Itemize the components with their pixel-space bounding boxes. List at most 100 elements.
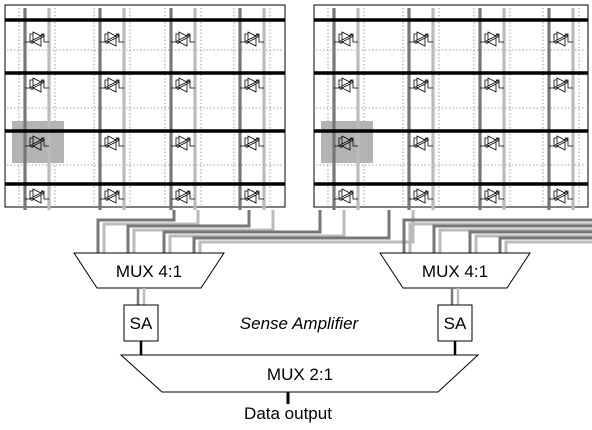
memory-cell (171, 31, 195, 47)
memory-cell (334, 77, 358, 93)
memory-cell (409, 31, 433, 47)
inverter-bubble (495, 191, 499, 195)
sense-amplifier-box (437, 304, 473, 342)
bitline-bar-route (438, 228, 592, 253)
inverter-bubble (554, 40, 558, 44)
left-memory-array (4, 4, 415, 355)
access-transistors (409, 190, 433, 200)
bitline-route (498, 236, 592, 253)
inverter-bubble (564, 34, 568, 38)
cross-coupled-inverters (107, 188, 117, 204)
bitline-bar-route (198, 210, 415, 253)
access-transistors (240, 79, 264, 89)
access-transistors (549, 33, 573, 43)
access-transistors (171, 190, 195, 200)
memory-cell (409, 188, 433, 204)
memory-cell (480, 135, 504, 151)
inverter-bubble (115, 191, 119, 195)
cross-coupled-inverters (178, 77, 188, 93)
access-transistors (480, 33, 504, 43)
inverter-bubble (245, 86, 249, 90)
data-output-label: Data output (244, 404, 332, 423)
inverter-bubble (339, 40, 343, 44)
highlighted-cell (12, 121, 64, 163)
inverter-bubble (105, 197, 109, 201)
access-transistors (25, 190, 49, 200)
memory-cell (171, 77, 195, 93)
cross-coupled-inverters (416, 135, 426, 151)
cross-coupled-inverters (247, 135, 257, 151)
bitline-route (192, 210, 391, 253)
inverter-bubble (176, 86, 180, 90)
bitline-route (162, 210, 322, 253)
inverter-bubble (105, 144, 109, 148)
inverter-bubble (339, 144, 343, 148)
mux4-block (73, 252, 225, 289)
memory-cell (480, 188, 504, 204)
access-transistors (549, 190, 573, 200)
access-transistors (171, 33, 195, 43)
access-transistors (100, 190, 124, 200)
bitline-bar-route (168, 210, 346, 253)
access-transistors (240, 137, 264, 147)
mux2-label: MUX 2:1 (267, 365, 333, 384)
memory-cell (25, 31, 49, 47)
inverter-bubble (554, 197, 558, 201)
memory-cell (100, 77, 124, 93)
cross-coupled-inverters (107, 135, 117, 151)
access-transistors (240, 33, 264, 43)
inverter-bubble (424, 191, 428, 195)
inverter-bubble (255, 138, 259, 142)
inverter-bubble (424, 34, 428, 38)
memory-cell (409, 77, 433, 93)
access-transistors (549, 79, 573, 89)
bitline-bar-route (102, 210, 200, 253)
memory-cell (334, 135, 358, 151)
inverter-bubble (30, 40, 34, 44)
cross-coupled-inverters (247, 188, 257, 204)
memory-cell (334, 188, 358, 204)
inverter-bubble (40, 138, 44, 142)
sense-amplifier-label: Sense Amplifier (240, 314, 360, 333)
bitline-bar-route (474, 234, 592, 253)
inverter-bubble (564, 80, 568, 84)
sense-amplifier-box (123, 304, 159, 342)
memory-cell (171, 135, 195, 151)
left-sa-label: SA (130, 314, 153, 333)
highlighted-cell (321, 121, 373, 163)
access-transistors (409, 79, 433, 89)
cross-coupled-inverters (32, 188, 42, 204)
inverter-bubble (414, 40, 418, 44)
mux2-block (119, 354, 480, 393)
inverter-bubble (255, 191, 259, 195)
bitline-route (402, 218, 592, 253)
cross-coupled-inverters (556, 188, 566, 204)
inverter-bubble (485, 86, 489, 90)
right-sa-label: SA (444, 314, 467, 333)
cross-coupled-inverters (341, 188, 351, 204)
cross-coupled-inverters (32, 135, 42, 151)
inverter-bubble (105, 86, 109, 90)
memory-cell (25, 188, 49, 204)
cross-coupled-inverters (487, 77, 497, 93)
inverter-bubble (495, 138, 499, 142)
memory-cell (480, 77, 504, 93)
access-transistors (480, 137, 504, 147)
inverter-bubble (186, 80, 190, 84)
inverter-bubble (414, 144, 418, 148)
memory-cell (549, 188, 573, 204)
cross-coupled-inverters (556, 31, 566, 47)
memory-cell (25, 135, 49, 151)
cross-coupled-inverters (487, 135, 497, 151)
inverter-bubble (105, 40, 109, 44)
inverter-bubble (115, 80, 119, 84)
memory-cell (334, 31, 358, 47)
inverter-bubble (176, 144, 180, 148)
access-transistors (334, 33, 358, 43)
inverter-bubble (554, 86, 558, 90)
memory-cell (549, 77, 573, 93)
inverter-bubble (186, 191, 190, 195)
output-stage (119, 354, 480, 404)
cross-coupled-inverters (178, 135, 188, 151)
cross-coupled-inverters (107, 31, 117, 47)
